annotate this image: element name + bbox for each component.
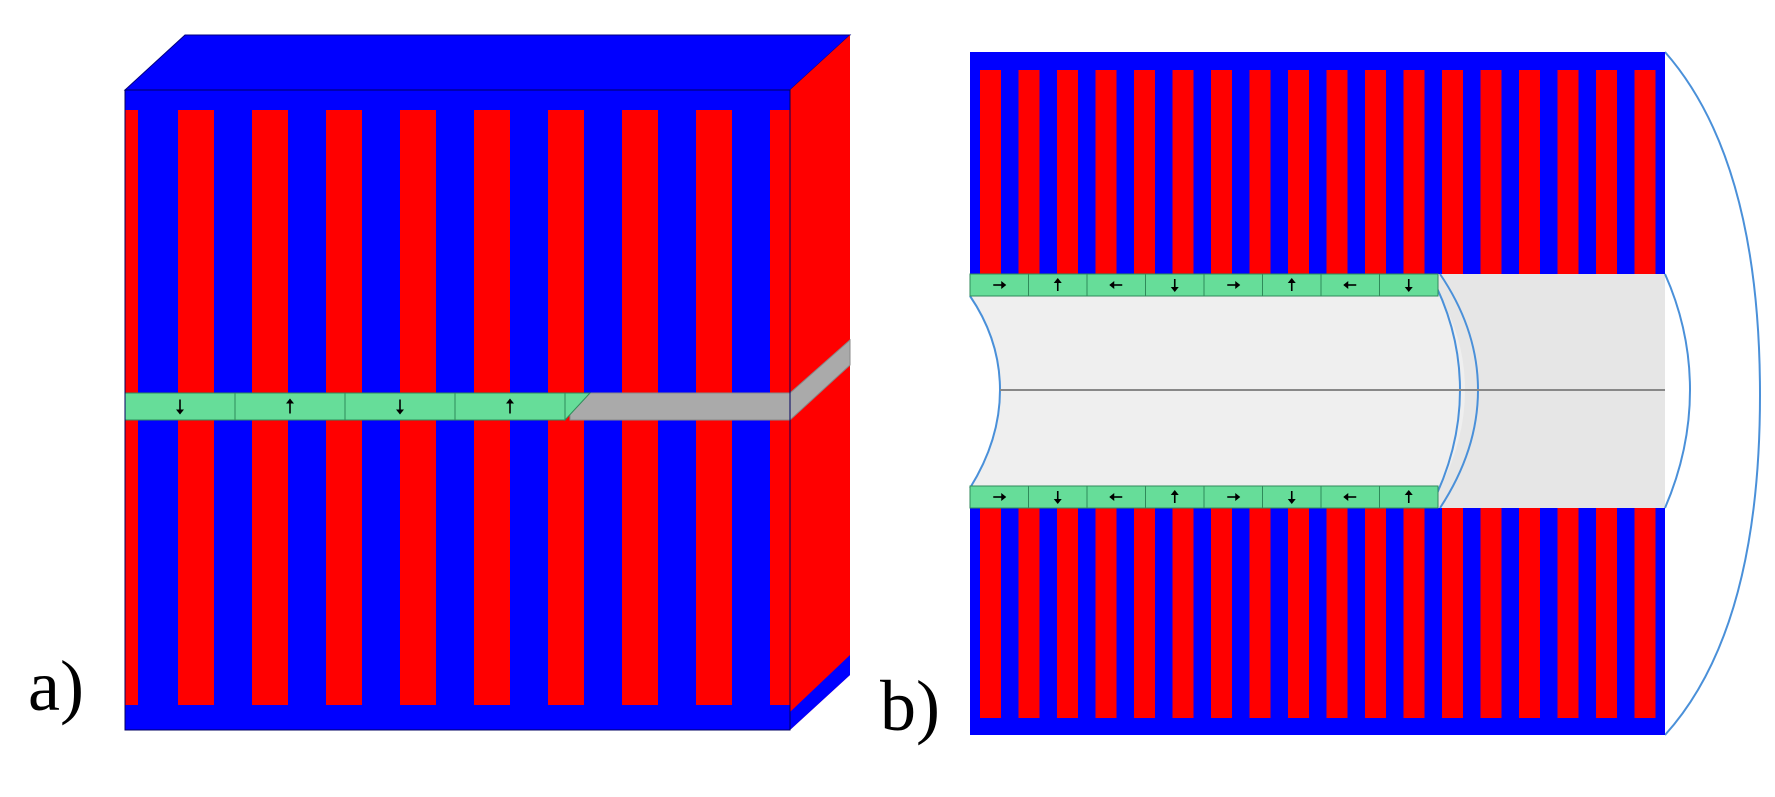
panel-b-top-stripe — [1057, 70, 1078, 274]
panel-b-label: b) — [880, 666, 940, 746]
panel-b-bottom-arrow-right-icon-head — [1235, 493, 1241, 501]
panel-b-top-arrow-left-icon-head — [1109, 281, 1115, 289]
panel-b-top-stripe — [1288, 70, 1309, 274]
panel-a-top-face — [123, 34, 852, 91]
panel-b-bottom-stripe — [1442, 508, 1463, 718]
panel-b-top-arrow-down-icon-head — [1404, 287, 1413, 292]
panel-b-bottom-block — [970, 508, 1665, 735]
panel-b-top-arrow-up-icon-head — [1053, 278, 1062, 283]
panel-b-bottom-stripe — [1288, 508, 1309, 718]
panel-b-top-arrow-left-icon — [1343, 281, 1357, 289]
panel-a-side-bottom-edge — [790, 655, 850, 730]
panel-b-bottom-arrow-right-icon — [993, 493, 1007, 501]
panel-b-top-stripe — [1442, 70, 1463, 274]
panel-a-magnet-arrow-up-icon — [286, 398, 294, 414]
panel-b-top-arrow-right-icon — [993, 281, 1007, 289]
panel-b-bottom-stripe — [1365, 508, 1386, 718]
panel-b-magnet-layer-bottom — [969, 485, 1439, 509]
panel-a-gap-layer — [569, 338, 851, 421]
panel-b-top-arrow-down-icon — [1170, 279, 1179, 292]
panel-b-cylindrical-stripes: b) — [880, 51, 1762, 746]
panel-b-top-stripe — [1211, 70, 1232, 274]
panel-a-magnet-layer — [124, 392, 592, 422]
panel-b-top-arrow-down-icon-head — [1170, 287, 1179, 292]
panel-b-bottom-arrow-up-icon-head — [1170, 490, 1179, 495]
panel-b-top-stripe — [1365, 70, 1386, 274]
panel-a-magnet-arrow-up-icon-head — [506, 398, 514, 404]
panel-b-bottom-stripe — [1018, 508, 1040, 718]
panel-b-top-stripe — [1480, 70, 1502, 274]
panel-b-top-stripe — [1403, 70, 1425, 274]
panel-b-bottom-stripe — [1211, 508, 1232, 718]
panel-b-bottom-stripe — [1095, 508, 1117, 718]
panel-a-magnet-arrow-down-icon — [176, 399, 184, 415]
panel-b-bottom-stripe — [1596, 508, 1617, 718]
panel-b-bottom-stripe — [1519, 508, 1540, 718]
panel-b-top-stripe — [980, 70, 1001, 274]
panel-a-front-outline — [124, 89, 791, 731]
panel-b-bottom-stripe — [1557, 508, 1579, 718]
panel-b-top-block — [970, 52, 1665, 274]
panel-b-top-stripe — [1249, 70, 1271, 274]
panel-a-label: a) — [28, 646, 84, 726]
panel-b-top-stripe — [1634, 70, 1656, 274]
panel-b-top-arrow-right-icon — [1227, 281, 1241, 289]
panel-b-bottom-arrow-down-icon — [1287, 491, 1296, 504]
panel-b-top-stripe — [1018, 70, 1040, 274]
panel-b-magnet-layer-top — [969, 273, 1439, 297]
panel-b-top-arrow-right-icon-head — [1235, 281, 1241, 289]
panel-b-bottom-stripe — [1249, 508, 1271, 718]
panel-b-top-arrow-left-icon — [1109, 281, 1123, 289]
panel-b-outer-ellipse — [1664, 51, 1762, 736]
panel-b-top-stripe — [1519, 70, 1540, 274]
panel-b-top-arrow-up-icon — [1287, 278, 1296, 291]
panel-b-bottom-stripe — [1134, 508, 1155, 718]
panel-b-bottom-arrow-left-icon — [1109, 493, 1123, 501]
panel-b-bottom-arrow-up-icon-head — [1404, 490, 1413, 495]
panel-b-bottom-stripe — [1480, 508, 1502, 718]
panel-a-magnet-arrow-down-icon-head — [396, 409, 404, 415]
panel-b-top-stripe — [1095, 70, 1117, 274]
panel-a-magnet-segment — [234, 392, 346, 421]
panel-b-bottom-arrow-up-icon — [1170, 490, 1179, 503]
panel-b-bottom-stripe — [1172, 508, 1194, 718]
panel-a-magnet-segment — [454, 392, 566, 421]
panel-a-magnet-segment — [344, 392, 456, 421]
panel-b-top-stripe — [1326, 70, 1348, 274]
panel-b-bore-left — [970, 296, 1465, 488]
panel-b-bottom-stripe — [1057, 508, 1078, 718]
panel-b-bottom-arrow-down-icon-head — [1287, 499, 1296, 504]
panel-b-bottom-arrow-left-icon-head — [1343, 493, 1349, 501]
panel-a-magnet-arrow-down-icon-head — [176, 409, 184, 415]
panel-b-bottom-arrow-left-icon-head — [1109, 493, 1115, 501]
panel-b-top-stripe — [1596, 70, 1617, 274]
panel-b-top-arrow-up-icon — [1053, 278, 1062, 291]
panel-b-bottom-arrow-right-icon — [1227, 493, 1241, 501]
panel-b-top-stripe — [1557, 70, 1579, 274]
panel-b-top-stripe — [1134, 70, 1155, 274]
panel-b-bottom-arrow-down-icon-head — [1053, 499, 1062, 504]
panel-a-magnet-taper — [564, 392, 592, 422]
panel-b-bottom-stripe — [980, 508, 1001, 718]
panel-b-bottom-arrow-down-icon — [1053, 491, 1062, 504]
panel-b-top-arrow-up-icon-head — [1287, 278, 1296, 283]
panel-b-bottom-stripe — [1326, 508, 1348, 718]
panel-b-bottom-arrow-right-icon-head — [1001, 493, 1007, 501]
panel-a-planar-stripes: a) — [28, 34, 852, 731]
panel-b-bottom-arrow-up-icon — [1404, 490, 1413, 503]
panel-b-top-stripe — [1172, 70, 1194, 274]
panel-b-bottom-stripe — [1403, 508, 1425, 718]
panel-b-bottom-arrow-left-icon — [1343, 493, 1357, 501]
panel-a-magnet-arrow-up-icon-head — [286, 398, 294, 404]
panel-b-top-arrow-down-icon — [1404, 279, 1413, 292]
panel-b-bottom-stripe — [1634, 508, 1656, 718]
panel-b-top-arrow-right-icon-head — [1001, 281, 1007, 289]
panel-b-top-stripes — [980, 70, 1656, 274]
panel-b-bottom-stripes — [980, 508, 1656, 718]
panel-a-magnet-arrow-down-icon — [396, 399, 404, 415]
panel-b-bore-right-edge — [1664, 273, 1692, 509]
panel-b-top-arrow-left-icon-head — [1343, 281, 1349, 289]
panel-a-magnet-arrow-up-icon — [506, 398, 514, 414]
